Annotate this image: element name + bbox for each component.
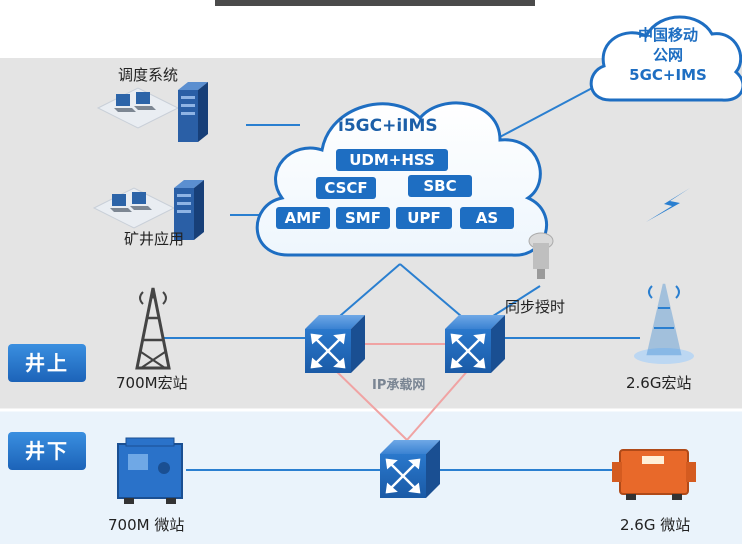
router-right-icon bbox=[443, 313, 507, 375]
router-left-icon bbox=[303, 313, 367, 375]
module-udm-hss: UDM+HSS bbox=[336, 149, 448, 171]
links bbox=[163, 85, 640, 471]
module-amf: AMF bbox=[276, 207, 330, 229]
label-700m-macro: 700M宏站 bbox=[116, 374, 188, 392]
macro-tower-700m-icon bbox=[135, 287, 171, 370]
label-26g-micro: 2.6G 微站 bbox=[620, 516, 691, 534]
public-cloud-line2: 公网 bbox=[652, 46, 683, 64]
module-sbc: SBC bbox=[408, 175, 472, 197]
label-mine-application: 矿井应用 bbox=[124, 230, 185, 248]
macro-tower-26g-icon bbox=[634, 283, 694, 364]
module-cscf: CSCF bbox=[316, 177, 376, 199]
micro-station-700m-icon bbox=[117, 437, 183, 504]
label-700m-micro: 700M 微站 bbox=[108, 516, 185, 534]
core-cloud-title: i5GC+iIMS bbox=[338, 116, 438, 136]
label-dispatch-system: 调度系统 bbox=[118, 66, 179, 84]
public-cloud-line1: 中国移动 bbox=[637, 26, 698, 44]
label-26g-macro: 2.6G宏站 bbox=[626, 374, 692, 392]
wireless-bolt-icon bbox=[646, 188, 690, 222]
module-smf: SMF bbox=[336, 207, 390, 229]
cropped-title-fragment bbox=[215, 0, 535, 6]
router-underground-icon bbox=[378, 438, 442, 500]
label-sync-timing: 同步授时 bbox=[505, 298, 566, 316]
module-upf: UPF bbox=[396, 207, 452, 229]
zone-tag-underground: 井下 bbox=[8, 432, 86, 470]
zone-tag-surface: 井上 bbox=[8, 344, 86, 382]
public-network-cloud bbox=[589, 15, 742, 102]
module-as: AS bbox=[460, 207, 514, 229]
gps-antenna-icon bbox=[528, 232, 554, 279]
micro-station-26g-icon bbox=[612, 449, 696, 500]
public-cloud-line3: 5GC+IMS bbox=[629, 66, 707, 84]
label-ip-network: IP承载网 bbox=[372, 378, 426, 393]
